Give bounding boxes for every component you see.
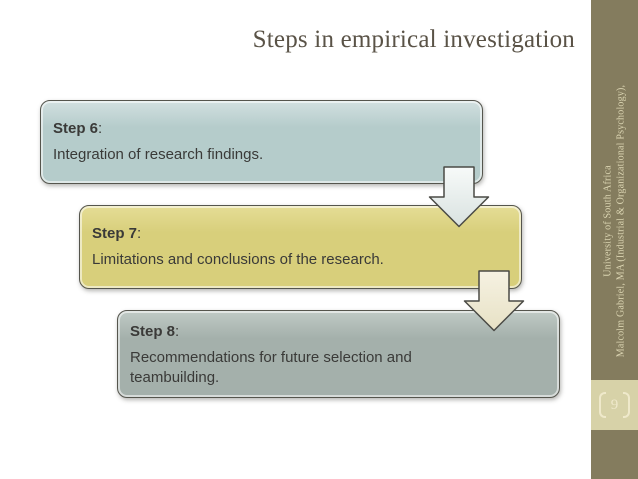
slide-title: Steps in empirical investigation <box>252 26 575 53</box>
step-label: Step 6 <box>53 120 99 137</box>
step-heading: Step 8: <box>130 323 469 340</box>
step-label-colon: : <box>98 120 103 137</box>
page-number-band: 9 <box>591 380 638 430</box>
down-arrow-icon <box>428 166 490 228</box>
step-label: Step 8 <box>130 323 176 340</box>
step-description: Integration of research findings. <box>53 146 264 163</box>
down-arrow-icon <box>463 270 525 332</box>
page-bracket-right-icon <box>623 392 631 418</box>
step-6-box: Step 6: Integration of research findings… <box>40 100 483 184</box>
step-label: Step 7 <box>92 225 138 242</box>
sidebar: University of South Africa Malcolm Gabri… <box>591 0 638 479</box>
university-line: University of South Africa <box>602 165 614 277</box>
step-heading: Step 7: <box>92 225 431 242</box>
step-7-box: Step 7: Limitations and conclusions of t… <box>79 205 522 289</box>
step-label-colon: : <box>137 225 142 242</box>
step-description: Limitations and conclusions of the resea… <box>92 251 384 268</box>
sidebar-vertical-text-lines: University of South Africa Malcolm Gabri… <box>602 85 628 358</box>
sidebar-vertical-text: University of South Africa Malcolm Gabri… <box>591 51 638 391</box>
step-label-colon: : <box>175 323 180 340</box>
step-description: Recommendations for future selection and… <box>130 349 412 386</box>
page-bracket-left-icon <box>598 392 606 418</box>
page-number: 9 <box>610 396 619 413</box>
step-8-box: Step 8: Recommendations for future selec… <box>117 310 560 398</box>
author-line: Malcolm Gabriel, MA (Industrial & Organi… <box>615 84 627 358</box>
step-heading: Step 6: <box>53 120 392 137</box>
